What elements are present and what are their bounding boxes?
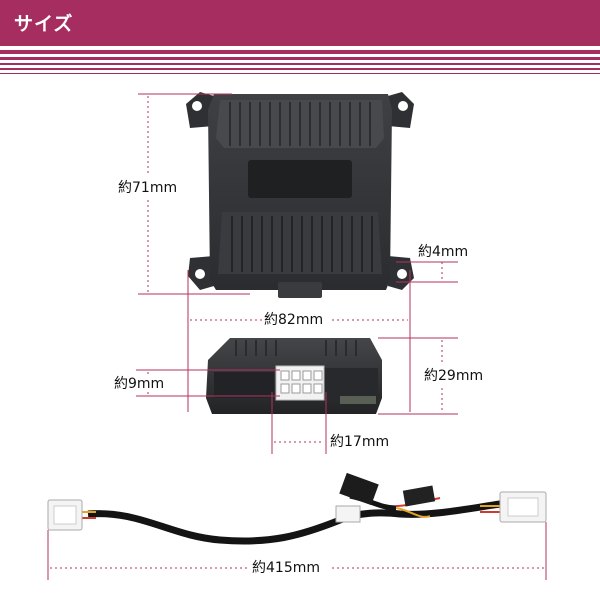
cable-harness	[47, 472, 547, 545]
mounting-hole	[397, 269, 407, 279]
cable-connector	[339, 472, 379, 506]
cable-connector	[402, 485, 436, 507]
dimension-lines	[47, 93, 547, 580]
header-stripe	[0, 50, 600, 54]
dimension-height-label: 約71mm	[118, 180, 178, 196]
section-header: サイズ	[0, 0, 600, 46]
module-side-view	[206, 338, 382, 414]
mounting-hole	[192, 101, 202, 111]
dimension-depth-label: 約4mm	[418, 244, 469, 260]
module-clip	[278, 282, 322, 298]
header-stripe	[0, 57, 600, 60]
cable-connector	[335, 505, 361, 523]
module-top-view	[186, 92, 414, 298]
mounting-hole	[398, 101, 408, 111]
mounting-hole	[195, 269, 205, 279]
header-stripe	[0, 68, 600, 70]
header-stripe	[0, 73, 600, 74]
dimension-connector-offset-label: 約9mm	[114, 376, 165, 392]
header-stripe	[0, 63, 600, 65]
dimension-connector-width-label: 約17mm	[330, 434, 390, 450]
label-area	[248, 160, 352, 198]
dimension-thickness-label: 約29mm	[424, 368, 484, 384]
section-title: サイズ	[14, 13, 74, 35]
dimension-width-label: 約82mm	[264, 312, 324, 328]
dimension-cable-length-label: 約415mm	[252, 560, 320, 576]
